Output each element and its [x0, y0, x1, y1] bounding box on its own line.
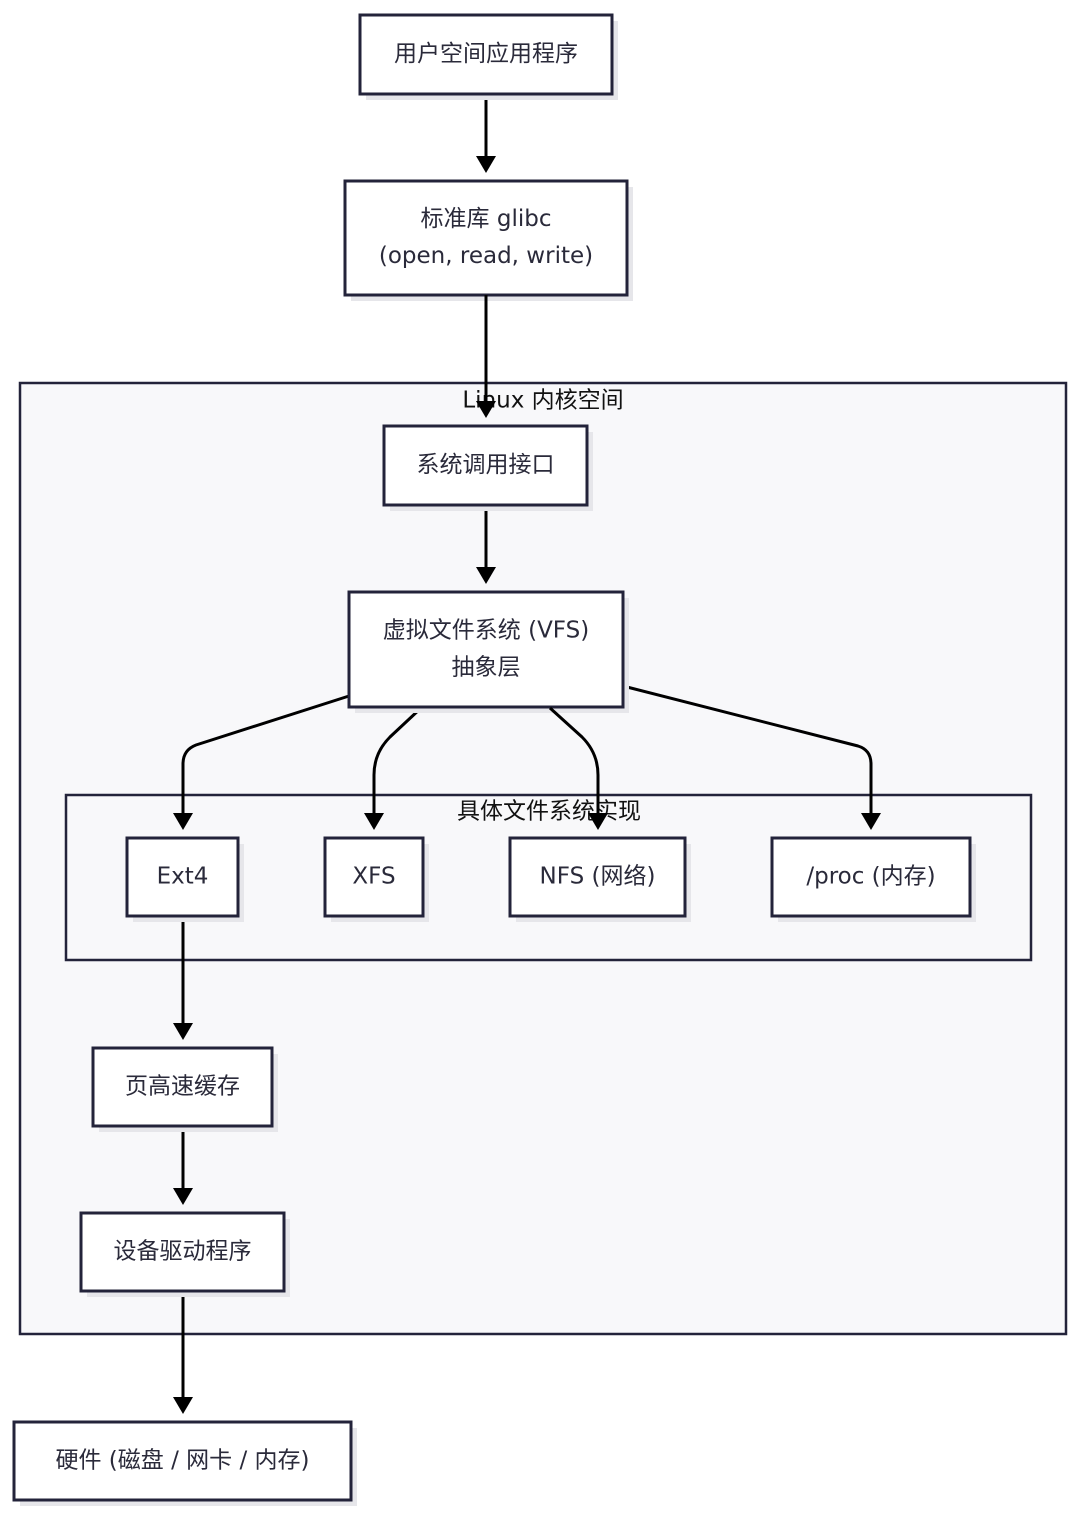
node-vfs: 虚拟文件系统 (VFS) 抽象层	[347, 590, 629, 713]
edge-driver-to-hardware	[173, 1291, 193, 1414]
node-label: 系统调用接口	[417, 452, 555, 478]
node-box	[343, 179, 629, 297]
node-label: /proc (内存)	[806, 864, 935, 890]
arrowhead-icon	[476, 401, 496, 418]
arrowhead-icon	[173, 813, 193, 830]
edge-vfs-to-ext4	[173, 694, 350, 830]
node-label: 硬件 (磁盘 / 网卡 / 内存)	[56, 1448, 310, 1474]
edge-page-cache-to-driver	[173, 1126, 193, 1205]
edge-line	[548, 706, 600, 815]
node-syscall: 系统调用接口	[382, 424, 593, 511]
node-label: 用户空间应用程序	[394, 41, 578, 67]
node-box	[12, 1420, 353, 1502]
edge-vfs-to-nfs	[548, 706, 608, 830]
node-hardware: 硬件 (磁盘 / 网卡 / 内存)	[12, 1420, 357, 1506]
edge-line	[372, 706, 423, 815]
node-ext4: Ext4	[125, 836, 244, 922]
arrowhead-icon	[364, 813, 384, 830]
group-fs-impl-title: 具体文件系统实现	[457, 799, 641, 825]
node-box	[79, 1211, 286, 1293]
arrowhead-icon	[173, 1397, 193, 1414]
arrowhead-icon	[588, 813, 608, 830]
edges-overlay	[476, 295, 608, 830]
node-driver: 设备驱动程序	[79, 1211, 290, 1297]
node-label: 设备驱动程序	[114, 1239, 252, 1265]
node-proc: /proc (内存)	[770, 836, 976, 922]
node-label: NFS (网络)	[540, 864, 656, 890]
edge-syscall-to-vfs	[476, 505, 496, 584]
edge-line	[181, 694, 350, 815]
node-label: 抽象层	[452, 655, 521, 681]
node-box	[91, 1046, 274, 1128]
node-label: 页高速缓存	[125, 1074, 240, 1100]
node-label: 虚拟文件系统 (VFS)	[383, 618, 589, 644]
node-box	[508, 836, 687, 918]
node-label: Ext4	[157, 864, 209, 890]
node-box	[323, 836, 425, 918]
edge-glibc-to-syscall	[476, 295, 496, 418]
edge-ext4-to-page-cache	[173, 916, 193, 1040]
node-user-app: 用户空间应用程序	[358, 13, 618, 100]
edge-user-app-to-glibc	[476, 94, 496, 173]
arrowhead-icon	[476, 567, 496, 584]
node-nfs: NFS (网络)	[508, 836, 691, 922]
node-xfs: XFS	[323, 836, 429, 922]
node-box	[358, 13, 614, 96]
arrowhead-icon	[173, 1188, 193, 1205]
arrowhead-icon	[173, 1023, 193, 1040]
node-box	[347, 590, 625, 709]
node-glibc: 标准库 glibc (open, read, write)	[343, 179, 633, 301]
node-page-cache: 页高速缓存	[91, 1046, 278, 1132]
arrowhead-icon	[476, 156, 496, 173]
edge-vfs-to-xfs	[364, 706, 423, 830]
arrowhead-icon	[861, 813, 881, 830]
node-box	[382, 424, 589, 507]
edge-vfs-to-proc	[622, 684, 881, 830]
node-label: XFS	[352, 864, 395, 890]
node-label: (open, read, write)	[379, 243, 593, 269]
node-box	[125, 836, 240, 918]
node-box	[770, 836, 972, 918]
node-label: 标准库 glibc	[421, 206, 552, 232]
edge-line	[622, 684, 873, 815]
edges	[173, 94, 881, 1414]
